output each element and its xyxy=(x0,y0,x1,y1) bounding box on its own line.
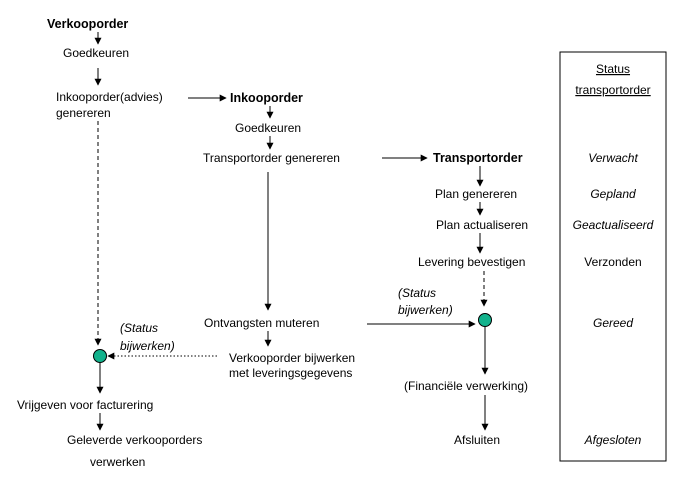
verkooporder-bijwerken-label-2: met leveringsgegevens xyxy=(229,366,352,380)
status-gereed: Gereed xyxy=(593,316,633,330)
inkooporder-advies-label-2: genereren xyxy=(56,106,111,120)
plan-genereren-label: Plan genereren xyxy=(435,187,517,201)
vrijgeven-label: Vrijgeven voor facturering xyxy=(17,398,153,412)
transportorder-genereren-label: Transportorder genereren xyxy=(203,151,340,165)
status-verwacht: Verwacht xyxy=(588,151,638,165)
status-header-1: Status xyxy=(596,62,630,76)
financiele-label: (Financiële verwerking) xyxy=(404,379,528,393)
verkooporder-label: Verkooporder xyxy=(47,17,128,31)
status-right-label-1: (Status xyxy=(398,286,436,300)
status-gepland: Gepland xyxy=(590,187,636,201)
status-right-label-2: bijwerken) xyxy=(398,303,453,317)
geleverde-label-2: verwerken xyxy=(90,455,145,469)
inkooporder-label: Inkooporder xyxy=(230,91,303,105)
goedkeuren-left-label: Goedkeuren xyxy=(63,46,129,60)
status-node-left xyxy=(93,349,107,363)
status-left-label-2: bijwerken) xyxy=(120,339,175,353)
levering-bevestigen-label: Levering bevestigen xyxy=(418,255,525,269)
status-column-box xyxy=(559,51,667,462)
status-header-2: transportorder xyxy=(575,83,650,97)
goedkeuren-middle-label: Goedkeuren xyxy=(235,121,301,135)
status-afgesloten: Afgesloten xyxy=(584,433,642,447)
status-node-right xyxy=(478,313,492,327)
transportorder-label: Transportorder xyxy=(433,151,523,165)
status-geactualiseerd: Geactualiseerd xyxy=(573,218,654,232)
geleverde-label-1: Geleverde verkooporders xyxy=(67,433,202,447)
afsluiten-label: Afsluiten xyxy=(454,433,500,447)
status-verzonden: Verzonden xyxy=(584,255,641,269)
inkooporder-advies-label: Inkooporder(advies) xyxy=(56,90,163,104)
plan-actualiseren-label: Plan actualiseren xyxy=(436,218,528,232)
verkooporder-bijwerken-label-1: Verkooporder bijwerken xyxy=(229,351,355,365)
status-left-label-1: (Status xyxy=(120,321,158,335)
ontvangsten-label: Ontvangsten muteren xyxy=(204,316,319,330)
